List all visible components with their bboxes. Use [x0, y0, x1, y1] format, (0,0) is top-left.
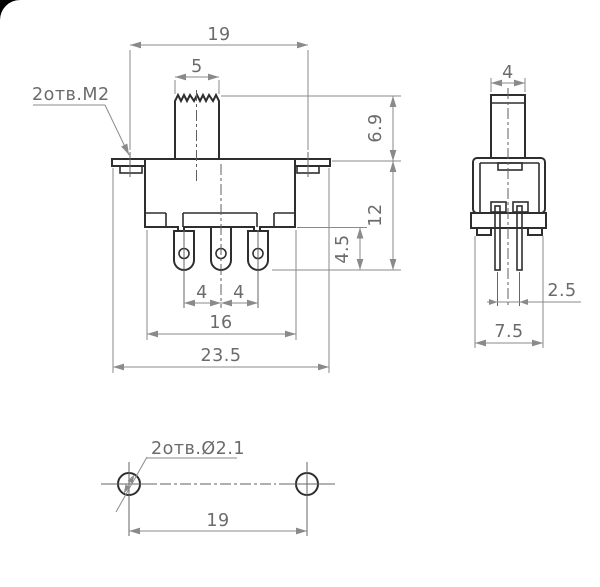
front-bottom-steps [145, 212, 295, 227]
dim-label-body-width: 16 [209, 313, 232, 333]
dim-label-pin-pitch: 2.5 [547, 281, 576, 301]
dim-label-terminal-pitch-left: 4 [196, 283, 208, 303]
dim-label-body-height: 12 [366, 203, 386, 226]
side-view: 4 2.5 7.5 [470, 63, 581, 348]
mounting-holes-view: 19 2отв.Ø2.1 [101, 439, 335, 536]
front-view: 19 5 6.9 12 4.5 4 4 16 23.5 2отв.M2 [32, 25, 401, 373]
front-left-ear [111, 158, 146, 167]
side-foot-right [527, 227, 543, 236]
note-dia-leader [115, 456, 148, 513]
dim-label-terminal-length: 4.5 [333, 234, 353, 263]
dim-label-side-body-depth: 7.5 [494, 322, 523, 342]
note-m2-leader [104, 104, 130, 156]
front-left-ear-notch [119, 165, 143, 174]
front-right-ear [294, 158, 331, 167]
side-terminal-cap-2 [512, 201, 529, 213]
side-body-outline [472, 157, 546, 214]
side-foot-left [476, 227, 492, 236]
dim-label-holes-pitch: 19 [206, 511, 229, 531]
dim-label-overall-width: 23.5 [201, 346, 242, 366]
note-label-dia: 2отв.Ø2.1 [151, 439, 245, 459]
pin-pitch-arrow-right [519, 299, 528, 305]
dim-label-side-knob-depth: 4 [502, 63, 514, 83]
window-corner-mask [0, 0, 20, 20]
pin-pitch-arrow-left [489, 299, 498, 305]
side-body-top-notch [497, 162, 523, 171]
dim-label-knob-height: 6.9 [366, 113, 386, 142]
dim-label-hole-pitch: 19 [207, 25, 230, 45]
side-body-inner-walls [479, 163, 540, 213]
side-pin-1 [494, 205, 501, 271]
front-bottom-profile [144, 226, 296, 232]
side-terminal-cap-1 [490, 201, 507, 213]
note-label-m2: 2отв.M2 [32, 85, 110, 105]
dia-arrow-upper [127, 474, 135, 484]
dia-arrow-lower [123, 484, 131, 494]
dim-label-knob-width: 5 [191, 57, 203, 77]
dim-label-terminal-pitch-right: 4 [233, 283, 245, 303]
side-pin-2 [516, 205, 523, 271]
